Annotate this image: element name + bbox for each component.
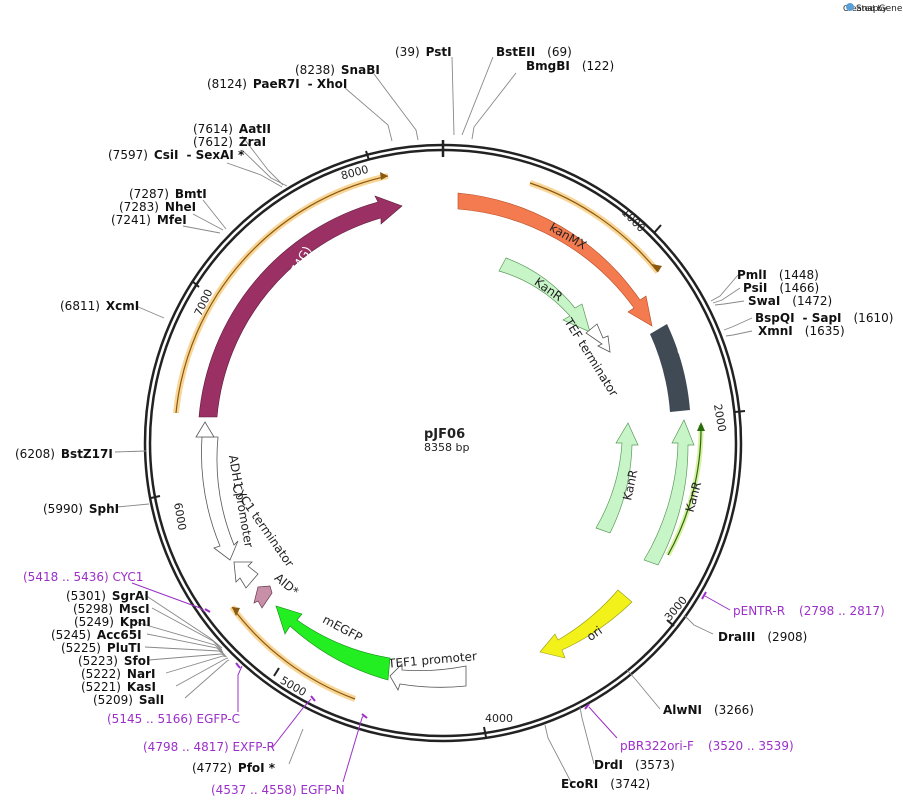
- site-snabi: (8238)SnaBI: [295, 63, 380, 77]
- tick-8000: [365, 150, 370, 161]
- site-paer7i: (8124)PaeR7I- XhoI: [207, 77, 347, 91]
- site-acc65i: (5245)Acc65I: [51, 628, 142, 642]
- site-psti: (39)PstI: [395, 45, 452, 59]
- feature-kanr-right2-label: KanR: [683, 480, 705, 514]
- site-swai: SwaI(1472): [748, 294, 832, 308]
- site-kpni: (5249)KpnI: [74, 615, 151, 629]
- orange-arc-top-right-line: [529, 182, 659, 273]
- site-csii: (7597)CsiI- SexAI *: [108, 148, 245, 162]
- created-by-text: Created by: [843, 4, 887, 13]
- orange-arc-top-right-head: [652, 264, 662, 272]
- site-sfoi: (5223)SfoI: [78, 654, 150, 668]
- feature-kanr-right1-arrow[interactable]: [595, 422, 639, 534]
- feature-kanr-right1-label: KanR: [620, 468, 640, 501]
- feature-aid-arrow[interactable]: [253, 585, 273, 609]
- feature-tef1-promoter-arrow[interactable]: [389, 663, 467, 691]
- feature-cyc1-terminator-arrow[interactable]: [233, 561, 259, 589]
- site-leader-lines: [114, 56, 753, 783]
- site-xcmi: (6811)XcmI: [60, 299, 139, 313]
- orange-arc-bottom-line: [231, 606, 356, 700]
- site-bmgbi: BmgBI(122): [526, 59, 614, 73]
- tick-1000: [653, 224, 662, 234]
- site-sphi: (5990)SphI: [43, 502, 119, 516]
- plasmid-length: 8358 bp: [424, 441, 469, 454]
- feature-kanr-top-arrow[interactable]: [498, 257, 591, 333]
- plasmid-name: pJF06: [424, 427, 465, 442]
- site-bstz17i: (6208)BstZ17I: [15, 447, 113, 461]
- primer-egfp-c: (5145 .. 5166) EGFP-C: [107, 712, 240, 726]
- primer-marks: [204, 591, 707, 719]
- site-sgrai: (5301)SgrAI: [66, 589, 149, 603]
- site-pluti: (5225)PluTI: [61, 641, 141, 655]
- site-alwni: AlwNI(3266): [663, 703, 754, 717]
- tick-7000: [191, 280, 200, 288]
- site-pfoi: (4772)PfoI *: [192, 761, 276, 775]
- feature-ori-arrow[interactable]: [539, 589, 633, 659]
- snapgene-logo-icon: [846, 3, 854, 11]
- tick-label-4000: 4000: [485, 712, 513, 725]
- green-arc-right-head: [697, 422, 705, 431]
- tick-2000: [734, 410, 746, 413]
- site-nari: (5222)NarI: [81, 667, 155, 681]
- tick-4000: [483, 726, 487, 738]
- orange-arc-bottom-head: [232, 607, 240, 616]
- site-mfei: (7241)MfeI: [111, 213, 187, 227]
- feature-cen-ars-block[interactable]: [650, 324, 690, 412]
- feature-megfp-arrow[interactable]: [275, 605, 391, 681]
- feature-tef-terminator-label: TEF terminator: [561, 315, 621, 399]
- orange-arc-left-line: [175, 175, 389, 414]
- green-arc-right-line: [667, 424, 702, 556]
- feature-kanr-top-label: KanR: [532, 275, 565, 304]
- site-draiii: DraIII(2908): [718, 630, 807, 644]
- site-bspqi: BspQI- SapI(1610): [755, 311, 893, 325]
- tick-label-2000: 2000: [711, 403, 729, 433]
- primer-egfp-n: (4537 .. 4558) EGFP-N: [211, 783, 345, 797]
- orange-arc-left-head: [380, 172, 388, 180]
- site-zrai: (7612)ZraI: [193, 135, 266, 149]
- site-nhei: (7283)NheI: [119, 200, 196, 214]
- site-msci: (5298)MscI: [73, 602, 150, 616]
- tick-6000: [150, 495, 161, 499]
- primer-cyc1: (5418 .. 5436) CYC1: [23, 570, 143, 584]
- feature-kanmx-arrow[interactable]: [457, 192, 653, 327]
- tick-3000: [666, 619, 675, 627]
- snapgene-brand: SnapGene: [856, 4, 903, 14]
- site-drdi: DrdI(3573): [594, 758, 675, 772]
- feature-kanr-right2-arrow[interactable]: [643, 419, 695, 566]
- feature-ostir1-arrow[interactable]: [198, 195, 403, 418]
- tick-label-6000: 6000: [171, 502, 189, 532]
- tick-5000: [273, 667, 280, 677]
- site-sali: (5209)SalI: [93, 693, 164, 707]
- feature-adh1-promoter-arrow[interactable]: [201, 436, 239, 561]
- site-aatii: (7614)AatII: [193, 122, 271, 136]
- site-ecori: EcoRI(3742): [561, 777, 650, 791]
- site-bmti: (7287)BmtI: [129, 187, 207, 201]
- feature-aid-label: AID*: [272, 571, 302, 599]
- site-xmni: XmnI(1635): [758, 324, 845, 338]
- site-kasi: (5221)KasI: [81, 680, 156, 694]
- site-psii: PsiI(1466): [743, 281, 819, 295]
- primer-pbr322ori-f: pBR322ori-F(3520 .. 3539): [620, 739, 794, 753]
- primer-pentr-r: pENTR-R(2798 .. 2817): [733, 604, 885, 618]
- feature-tef-terminator-arrow[interactable]: [585, 323, 611, 353]
- site-pmli: PmlI(1448): [737, 268, 819, 282]
- primer-exfp-r: (4798 .. 4817) EXFP-R: [143, 740, 275, 754]
- feature-adh1-promoter-cap: [195, 421, 215, 438]
- site-bsteii: BstEII(69): [496, 45, 572, 59]
